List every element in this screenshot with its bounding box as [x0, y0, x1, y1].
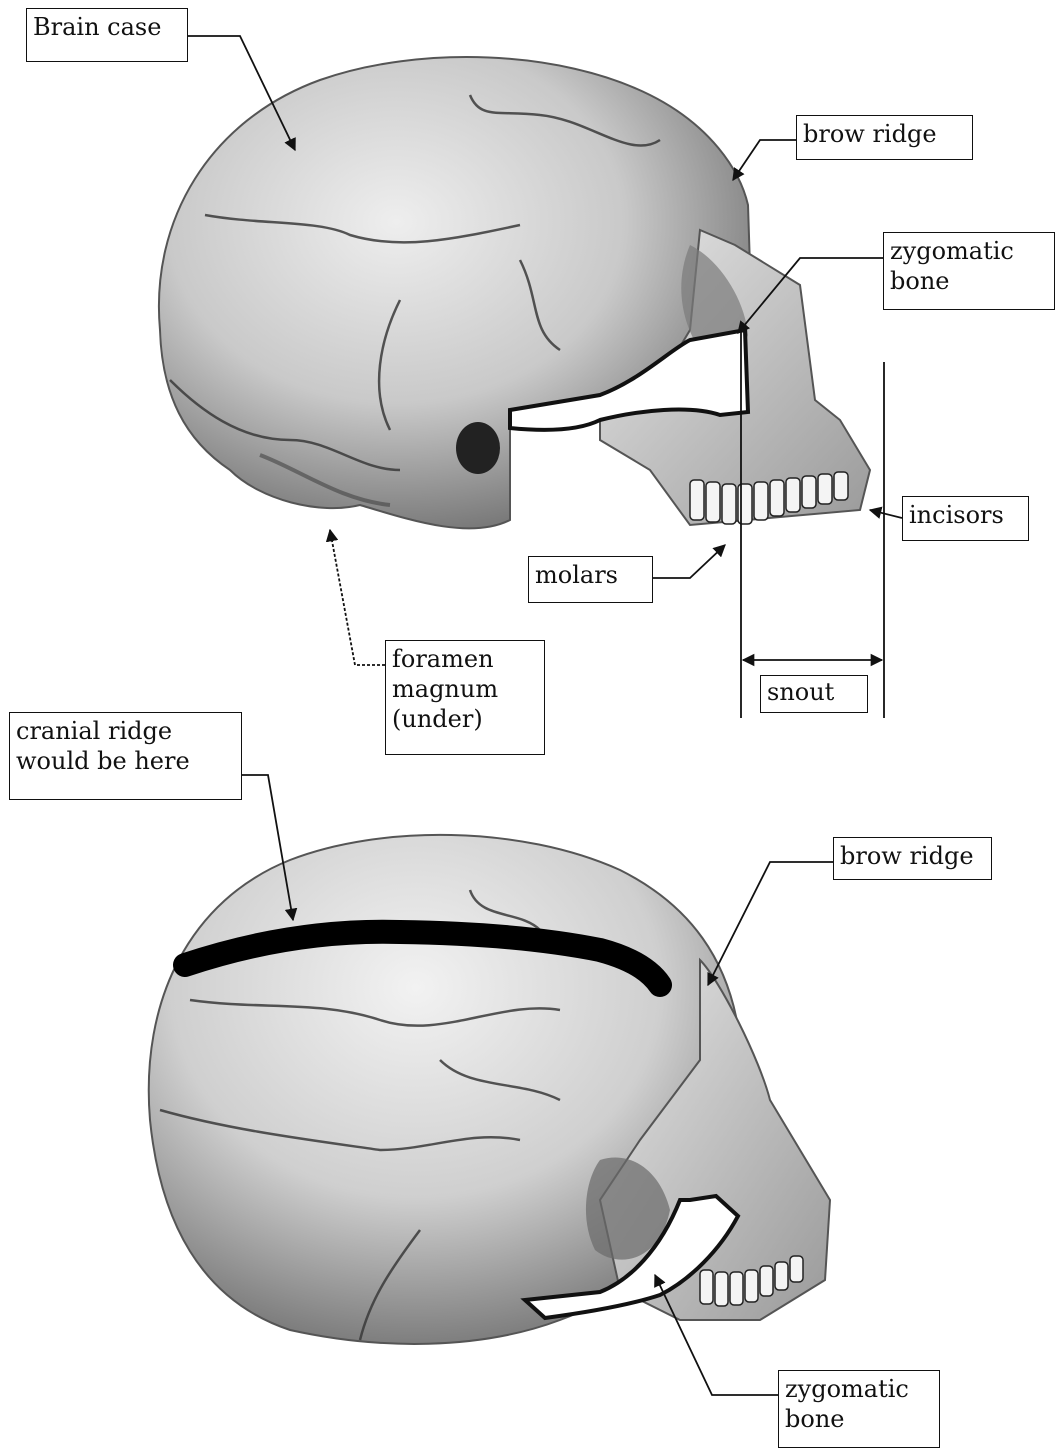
brow-ridge-pointer-lower: [708, 862, 833, 985]
incisors-pointer: [870, 510, 902, 518]
label-brain-case-text: Brain case: [33, 12, 181, 42]
label-incisors: incisors: [902, 496, 1029, 541]
label-foramen-line3: (under): [392, 704, 538, 734]
label-brow-ridge-upper: brow ridge: [796, 115, 973, 160]
label-cranial-line1: cranial ridge: [16, 716, 235, 746]
label-snout-text: snout: [767, 678, 861, 706]
label-brow-ridge-lower-text: brow ridge: [840, 841, 985, 871]
label-foramen-line2: magnum: [392, 674, 538, 704]
label-brow-ridge-lower: brow ridge: [833, 837, 992, 880]
label-zygomatic-lower: zygomatic bone: [778, 1370, 940, 1448]
label-zygomatic-upper-line1: zygomatic: [890, 236, 1048, 266]
label-snout: snout: [760, 675, 868, 713]
label-zygomatic-upper-line2: bone: [890, 266, 1048, 296]
label-molars: molars: [528, 556, 653, 603]
label-brow-ridge-upper-text: brow ridge: [803, 119, 966, 149]
upper-skull-image: [159, 57, 870, 528]
label-zygomatic-lower-line1: zygomatic: [785, 1374, 933, 1404]
label-zygomatic-upper: zygomatic bone: [883, 232, 1055, 310]
label-foramen-magnum: foramen magnum (under): [385, 640, 545, 755]
foramen-pointer: [330, 530, 385, 665]
label-brain-case: Brain case: [26, 8, 188, 62]
label-molars-text: molars: [535, 560, 646, 590]
label-foramen-line1: foramen: [392, 644, 538, 674]
upper-ear-canal: [456, 422, 500, 474]
brow-ridge-pointer: [733, 140, 796, 180]
label-zygomatic-lower-line2: bone: [785, 1404, 933, 1434]
label-cranial-ridge: cranial ridge would be here: [9, 712, 242, 800]
molars-pointer: [653, 545, 725, 578]
lower-skull-image: [149, 835, 830, 1344]
label-incisors-text: incisors: [909, 500, 1022, 530]
label-cranial-line2: would be here: [16, 746, 235, 776]
